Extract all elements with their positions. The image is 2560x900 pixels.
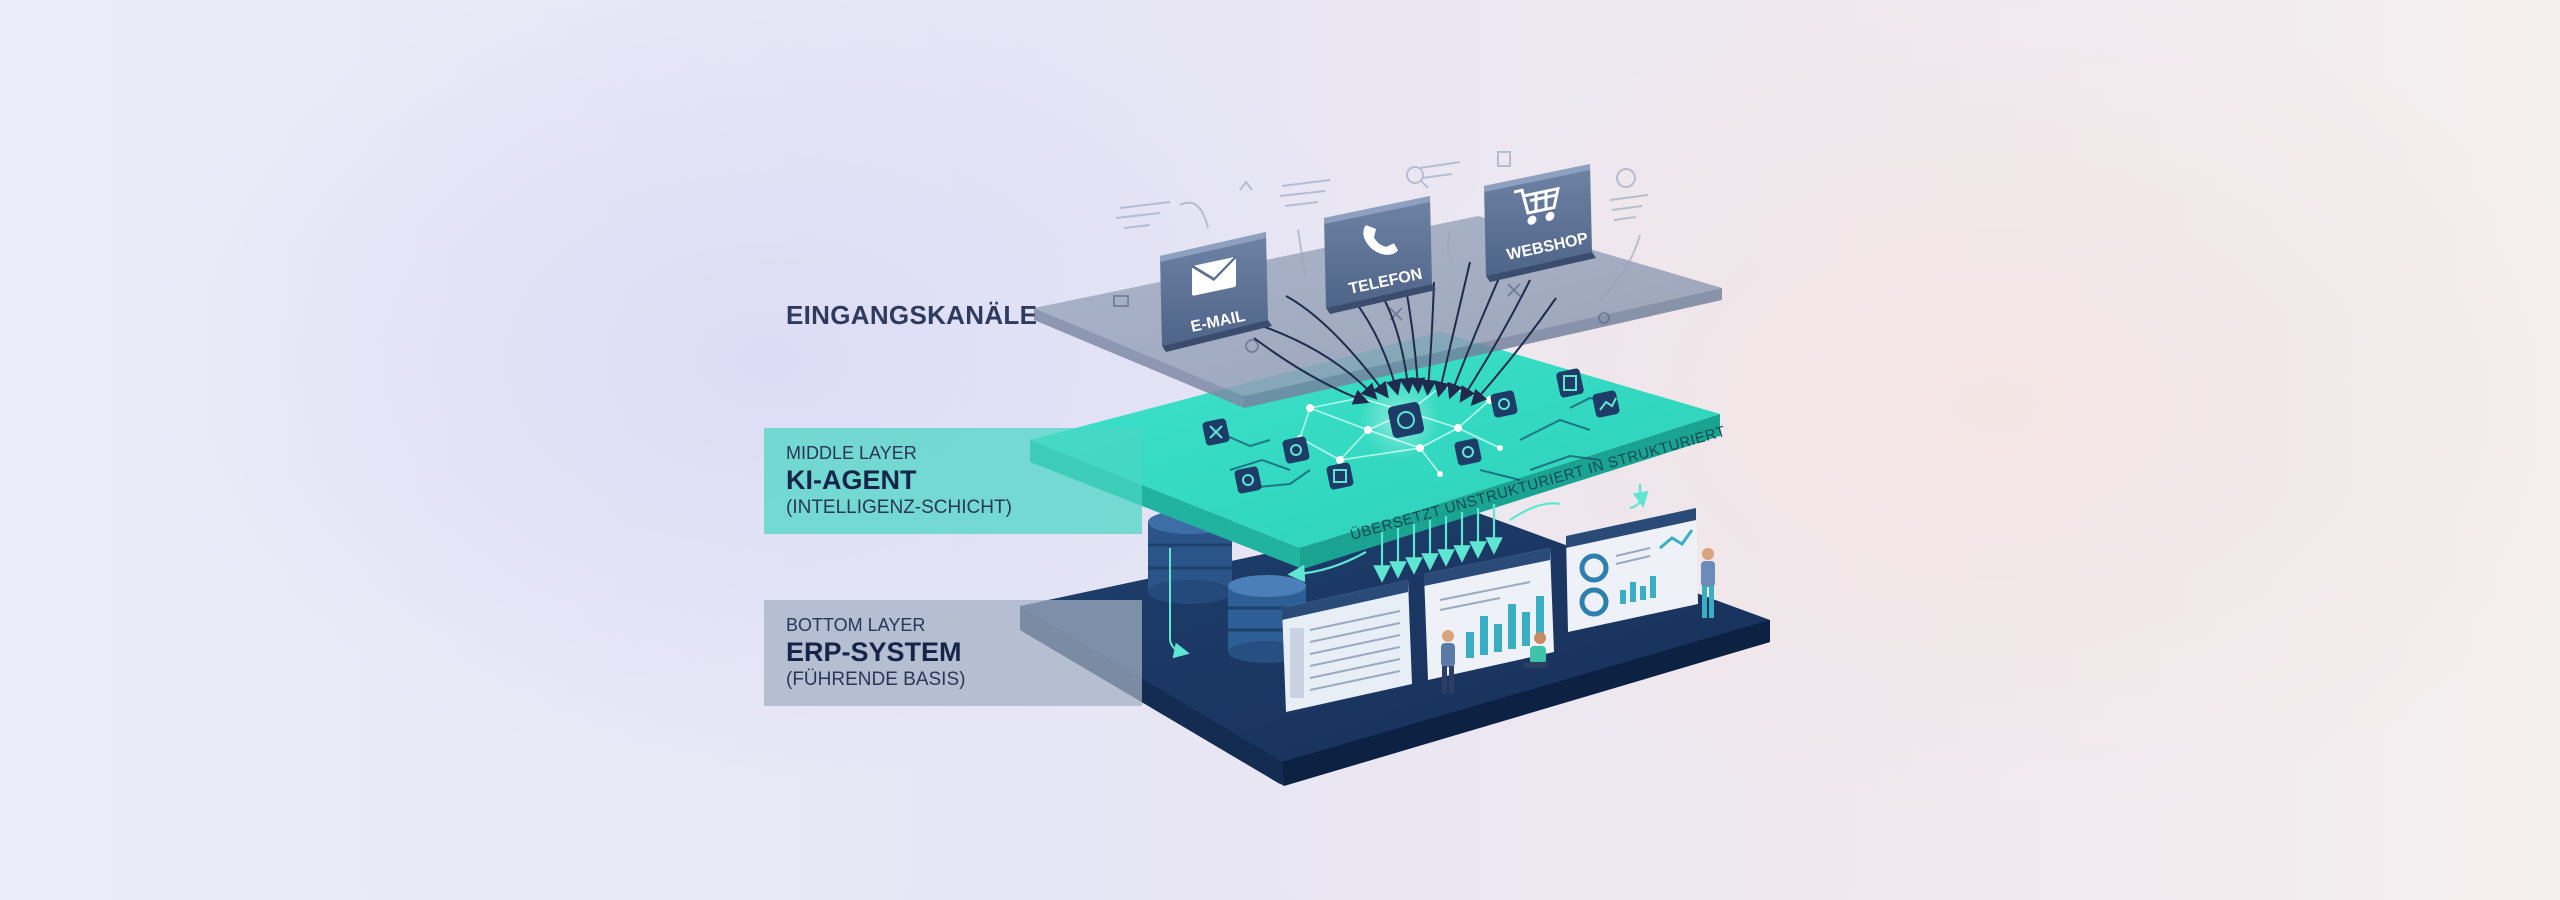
middle-layer-title: KI-AGENT [786,465,917,495]
erp-dashboard-analytics [1566,508,1698,632]
ai-chip-icon [1234,466,1262,494]
ai-chip-icon [1326,462,1354,490]
person-figure [1524,632,1548,668]
middle-layer-kicker: MIDDLE LAYER [786,443,917,463]
person-figure [1701,548,1715,618]
bottom-layer-title: ERP-SYSTEM [786,637,962,667]
bottom-layer-kicker: BOTTOM LAYER [786,615,926,635]
person-figure [1441,630,1455,694]
middle-layer-label-box: MIDDLE LAYER KI-AGENT (INTELLIGENZ-SCHIC… [764,428,1142,534]
bottom-layer-erp [1020,487,1770,786]
ai-chip-icon [1202,418,1230,446]
ai-brain-icon [1387,401,1425,439]
erp-dashboard-table [1282,580,1412,712]
channel-email: E-MAIL [1160,232,1272,352]
document-icon [1556,368,1584,398]
phone-icon [1363,225,1398,255]
ai-chip-icon [1454,438,1482,466]
channel-webshop: WEBSHOP [1484,164,1596,282]
middle-layer-subtitle: (INTELLIGENZ-SCHICHT) [786,497,1012,518]
bottom-layer-subtitle: (FÜHRENDE BASIS) [786,669,966,690]
input-channels-label: EINGANGSKANÄLE [786,300,1038,330]
erp-dashboard-bar-chart [1424,548,1554,680]
ai-chip-icon [1490,390,1518,418]
ai-chip-icon [1282,436,1310,464]
bottom-layer-label-box: BOTTOM LAYER ERP-SYSTEM (FÜHRENDE BASIS) [764,600,1142,706]
envelope-icon [1191,255,1237,296]
chart-icon [1592,390,1620,418]
shopping-cart-icon [1514,186,1560,225]
top-layer-input-channels: E-MAIL TELEFON WEBSHOP [1034,164,1722,408]
channel-telefon: TELEFON [1324,196,1436,314]
